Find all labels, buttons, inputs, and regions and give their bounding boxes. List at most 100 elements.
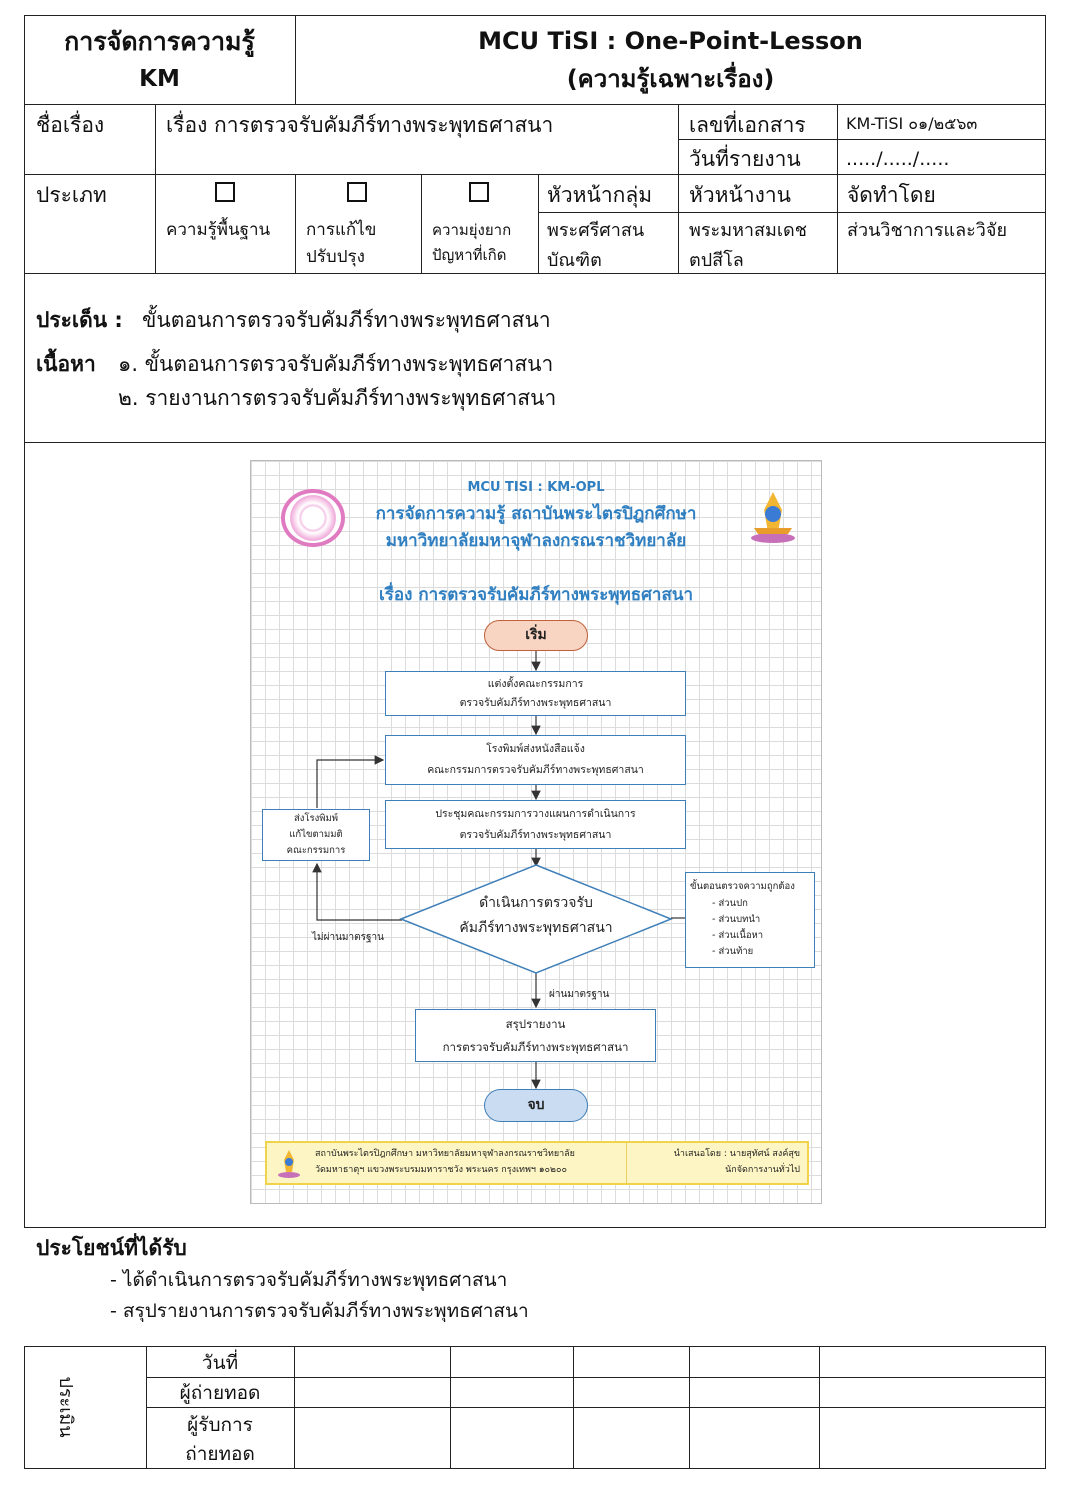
eval-row-2 [146, 1407, 1046, 1408]
opt-problem-line1: ความยุ่งยาก [432, 221, 512, 239]
report-date-value: ...../...../..... [846, 148, 950, 170]
step1-box [385, 671, 686, 716]
col-divider-docno [678, 104, 679, 274]
footer-right-line1: นำเสนอโดย : นายสุทัศน์ สงค์สุข [673, 1149, 800, 1159]
step2-box [385, 735, 686, 785]
side-box [262, 809, 370, 861]
step1-line1: แต่งตั้งคณะกรรมการ [487, 678, 584, 690]
step2-line2: คณะกรรมการตรวจรับคัมภีร์ทางพระพุทธศาสนา [427, 764, 644, 776]
col-divider-3 [421, 174, 422, 274]
step4-line1: สรุปรายงาน [505, 1017, 566, 1031]
opt-improve-line1: การแก้ไข [306, 220, 377, 240]
unit-head-label: หัวหน้างาน [689, 183, 792, 207]
issue-label: ประเด็น : [36, 308, 123, 332]
checkbox-problem[interactable] [469, 182, 489, 202]
col-divider-2 [295, 174, 296, 274]
unit-head-line2: ตปสีโล [689, 250, 744, 271]
side-line1: ส่งโรงพิมพ์ [293, 813, 339, 824]
opt-problem-line2: ปัญหาที่เกิด [432, 246, 507, 264]
eval-side-label: ประเมิน [55, 1376, 76, 1438]
side-line3: คณะกรรมการ [286, 845, 346, 856]
decision-line1: ดำเนินการตรวจรับ [479, 895, 593, 911]
eval-row-trainer: ผู้ถ่ายทอด [179, 1382, 261, 1404]
content-item-2: ๒. รายงานการตรวจรับคัมภีร์ทางพระพุทธศาสน… [118, 386, 557, 410]
poster-section [24, 442, 1046, 1228]
type-subrow-divider [538, 212, 1046, 213]
benefit-item-2: - สรุปรายงานการตรวจรับคัมภีร์ทางพระพุทธศ… [110, 1300, 529, 1322]
poster-footer [265, 1141, 809, 1185]
title-label: ชื่อเรื่อง [36, 113, 105, 137]
step1-line2: ตรวจรับคัมภีร์ทางพระพุทธศาสนา [459, 697, 612, 709]
made-by-value: ส่วนวิชาการและวิจัย [847, 220, 1008, 241]
report-date-label: วันที่รายงาน [689, 147, 801, 171]
opt-basic-label: ความรู้พื้นฐาน [166, 220, 271, 240]
poster-title-line2: มหาวิทยาลัยมหาจุฬาลงกรณราชวิทยาลัย [385, 531, 687, 551]
end-label: จบ [527, 1097, 545, 1113]
content-item-1: ๑. ขั้นตอนการตรวจรับคัมภีร์ทางพระพุทธศาส… [118, 352, 554, 376]
footer-left-line2: วัดมหาธาตุฯ แขวงพระบรมมหาราชวัง พระนคร ก… [315, 1165, 567, 1175]
header-left-title: การจัดการความรู้ [64, 27, 255, 56]
footer-left-line1: สถาบันพระไตรปิฎกศึกษา มหาวิทยาลัยมหาจุฬา… [315, 1149, 575, 1159]
check-item-2: - ส่วนบทนำ [712, 914, 761, 925]
opt-improve-line2: ปรับปรุง [306, 247, 365, 267]
group-head-line1: พระศรีศาสน [547, 220, 645, 241]
start-label: เริ่ม [525, 627, 547, 643]
benefit-item-1: - ได้ดำเนินการตรวจรับคัมภีร์ทางพระพุทธศา… [110, 1269, 508, 1291]
step3-box [385, 800, 686, 849]
content-label: เนื้อหา [36, 352, 96, 376]
group-head-line2: บัณฑิต [547, 250, 602, 271]
issue-value: ขั้นตอนการตรวจรับคัมภีร์ทางพระพุทธศาสนา [142, 308, 551, 332]
poster-title-line1: การจัดการความรู้ สถาบันพระไตรปิฎกศึกษา [375, 504, 697, 524]
doc-no-value: KM-TiSI ๐๑/๒๕๖๓ [846, 114, 978, 133]
step3-line2: ตรวจรับคัมภีร์ทางพระพุทธศาสนา [459, 829, 612, 841]
info-row-divider [24, 174, 1046, 175]
decision-line2: คัมภีร์ทางพระพุทธศาสนา [459, 920, 613, 936]
university-emblem-icon [748, 488, 798, 544]
eval-row-date: วันที่ [201, 1352, 239, 1374]
poster-code: MCU TISI : KM-OPL [467, 480, 605, 495]
footer-right-line2: นักจัดการงานทั่วไป [725, 1165, 800, 1175]
poster-footer-divider [626, 1143, 627, 1183]
step4-box [415, 1009, 656, 1062]
institute-seal-icon [281, 489, 345, 547]
step4-line2: การตรวจรับคัมภีร์ทางพระพุทธศาสนา [442, 1040, 629, 1054]
check-box [685, 872, 815, 968]
header-divider [295, 15, 296, 105]
eval-row-trainee-line2: ถ่ายทอด [185, 1443, 255, 1465]
unit-head-line1: พระมหาสมเดช [689, 220, 807, 241]
eval-row-trainee-line1: ผู้รับการ [187, 1414, 253, 1436]
check-item-4: - ส่วนท้าย [712, 946, 754, 957]
header-right-subtitle: (ความรู้เฉพาะเรื่อง) [566, 65, 775, 93]
benefits-title: ประโยชน์ที่ได้รับ [36, 1236, 187, 1260]
col-divider-5 [837, 174, 838, 274]
arrow-side-step2 [316, 755, 385, 808]
col-divider-1 [155, 104, 156, 274]
header-left-subtitle: KM [139, 66, 180, 92]
step3-line1: ประชุมคณะกรรมการวางแผนการดำเนินการ [435, 808, 636, 820]
check-title: ขั้นตอนตรวจความถูกต้อง [690, 881, 795, 892]
docno-divider [678, 139, 1046, 140]
check-item-3: - ส่วนเนื้อหา [712, 930, 764, 941]
decision-diamond [398, 864, 674, 974]
step2-line1: โรงพิมพ์ส่งหนังสือแจ้ง [486, 743, 585, 755]
side-line2: แก้ไขตามมติ [289, 829, 343, 840]
fail-label: ไม่ผ่านมาตรฐาน [312, 932, 384, 943]
start-node [484, 620, 588, 651]
end-node [484, 1089, 588, 1122]
checkbox-improve[interactable] [347, 182, 367, 202]
check-item-1: - ส่วนปก [712, 898, 748, 909]
arrow-fail-side [312, 862, 402, 921]
col-divider-4 [538, 174, 539, 274]
eval-row-1 [146, 1377, 1046, 1378]
pass-label: ผ่านมาตรฐาน [549, 989, 610, 1000]
poster-subject: เรื่อง การตรวจรับคัมภีร์ทางพระพุทธศาสนา [378, 585, 694, 605]
header-right-title: MCU TiSI : One-Point-Lesson [478, 27, 863, 55]
doc-no-label: เลขที่เอกสาร [689, 113, 806, 137]
group-head-label: หัวหน้ากลุ่ม [547, 183, 653, 207]
made-by-label: จัดทำโดย [847, 183, 936, 207]
title-value: เรื่อง การตรวจรับคัมภีร์ทางพระพุทธศาสนา [166, 113, 554, 137]
checkbox-basic[interactable] [215, 182, 235, 202]
footer-emblem-icon [277, 1148, 301, 1178]
type-label: ประเภท [36, 183, 107, 207]
